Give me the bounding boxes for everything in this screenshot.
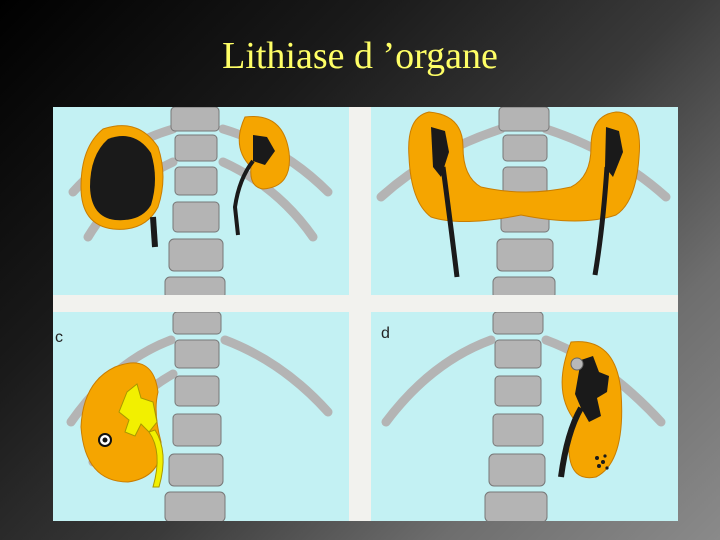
panel-gutter <box>53 296 678 308</box>
slide-title: Lithiase d ’organe <box>222 35 498 77</box>
panel-label-d: d <box>381 325 390 342</box>
panel-d: d <box>371 312 678 521</box>
panel-c: c <box>53 312 349 521</box>
panel-c-illustration <box>66 312 333 521</box>
panel-label-c: c <box>55 329 63 346</box>
panel-a-illustration <box>68 107 333 295</box>
panel-b <box>371 107 678 295</box>
panel-a <box>53 107 349 295</box>
panel-d-illustration <box>381 312 666 521</box>
figure-frame: c d <box>53 107 678 521</box>
panel-b-illustration <box>376 107 671 295</box>
